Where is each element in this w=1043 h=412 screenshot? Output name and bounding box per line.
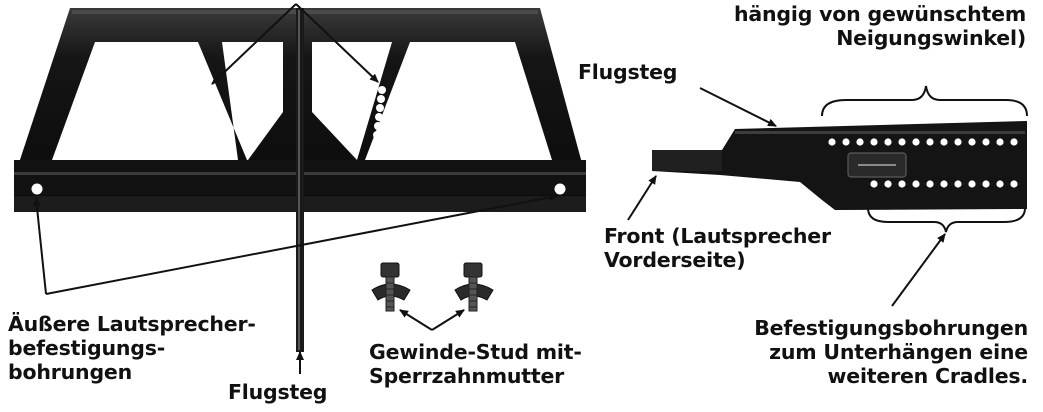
leader-outer-right bbox=[45, 193, 558, 295]
label-angle: hängig von gewünschtem Neigungswinkel) bbox=[734, 2, 1026, 50]
label-holes-line2: zum Unterhängen eine bbox=[769, 340, 1028, 364]
flybar-side-highlight bbox=[735, 131, 1025, 134]
leader-stud-left bbox=[399, 309, 433, 331]
label-flugsteg-bottom-text: Flugsteg bbox=[228, 380, 328, 404]
label-front-line2: Vorderseite) bbox=[604, 248, 746, 272]
threaded-stud-left bbox=[371, 262, 411, 312]
leader-flugsteg-side bbox=[699, 87, 777, 127]
label-outer-line2: befestigungs- bbox=[8, 336, 166, 360]
leader-tilt-right bbox=[295, 3, 379, 83]
label-outer-line1: Äußere Lautsprecher- bbox=[8, 312, 256, 336]
label-outer-holes: Äußere Lautsprecher- befestigungs- bohru… bbox=[8, 312, 256, 384]
label-holes: Befestigungsbohrungen zum Unterhängen ei… bbox=[754, 316, 1028, 388]
label-outer-line3: bohrungen bbox=[8, 360, 133, 384]
leader-holes bbox=[891, 233, 946, 307]
leader-lines bbox=[32, 3, 946, 374]
label-holes-line1: Befestigungsbohrungen bbox=[754, 316, 1028, 340]
leader-front bbox=[627, 175, 657, 221]
side-holes-upper bbox=[828, 138, 1018, 146]
flybar-side-view bbox=[652, 121, 1027, 210]
outer-hole-right bbox=[554, 183, 566, 195]
leader-tilt-left bbox=[211, 3, 297, 85]
leader-stud-right bbox=[431, 309, 465, 331]
leader-outer-left bbox=[32, 197, 47, 295]
label-flugsteg-side-text: Flugsteg bbox=[578, 60, 678, 84]
label-angle-line2: Neigungswinkel) bbox=[836, 26, 1026, 50]
label-front-line1: Front (Lautsprecher bbox=[604, 224, 831, 248]
flybar-side-front bbox=[652, 150, 722, 171]
label-stud: Gewinde-Stud mit- Sperrzahnmutter bbox=[369, 340, 582, 388]
threaded-stud-right bbox=[454, 262, 494, 312]
label-holes-line3: weiteren Cradles. bbox=[827, 364, 1029, 388]
tilt-holes-right bbox=[372, 86, 386, 148]
label-front: Front (Lautsprecher Vorderseite) bbox=[604, 224, 831, 272]
flybar-highlight bbox=[298, 10, 300, 350]
label-flugsteg-bottom: Flugsteg bbox=[228, 380, 327, 404]
side-holes-lower bbox=[870, 180, 1018, 188]
brace-top bbox=[821, 85, 1028, 117]
outer-hole-left bbox=[31, 183, 43, 195]
label-stud-line1: Gewinde-Stud mit- bbox=[369, 340, 582, 364]
cradle-frame bbox=[14, 8, 586, 352]
label-angle-line1: hängig von gewünschtem bbox=[733, 2, 1026, 26]
tilt-holes-left bbox=[206, 90, 219, 143]
label-stud-line2: Sperrzahnmutter bbox=[369, 364, 565, 388]
label-flugsteg-side: Flugsteg bbox=[578, 60, 677, 84]
brace-bottom bbox=[867, 207, 1026, 233]
